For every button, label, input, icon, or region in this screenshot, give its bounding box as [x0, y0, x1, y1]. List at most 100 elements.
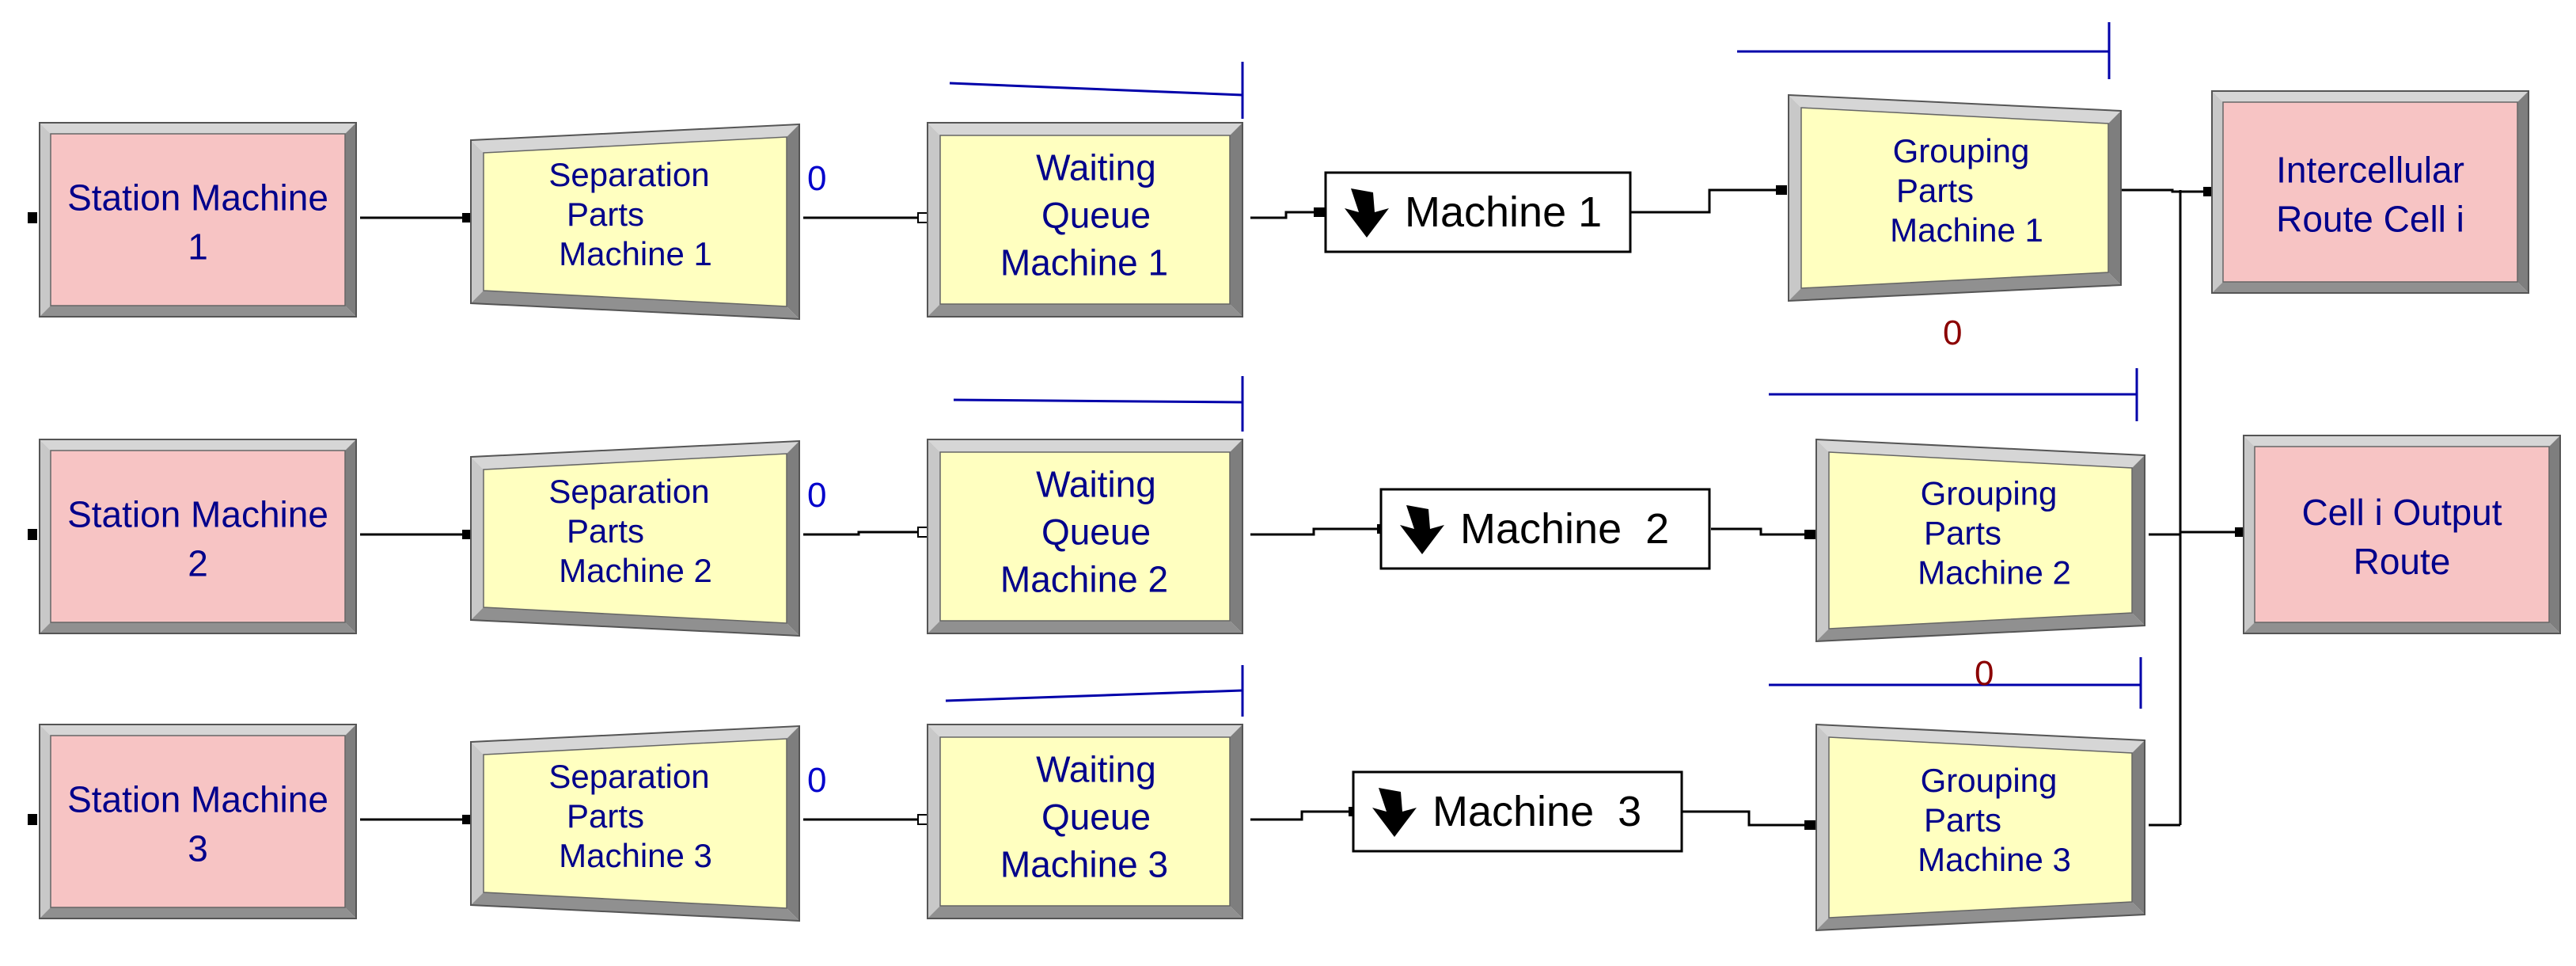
module-face	[50, 450, 346, 623]
waiting-label-line1: Waiting	[1036, 147, 1156, 188]
module-bevel-right	[2132, 455, 2145, 626]
connector-waiting2-route2[interactable]	[1250, 527, 1381, 536]
route-label: Machine 1	[1405, 188, 1602, 236]
down-arrow-icon	[1372, 788, 1417, 837]
route-machine-3[interactable]: Machine 3	[1352, 770, 1683, 853]
module-bevel-bottom	[471, 291, 799, 319]
waiting-label-line3: Machine 3	[1000, 844, 1168, 885]
module-bevel-bottom	[1816, 613, 2145, 641]
module-face	[483, 453, 787, 624]
module-bevel-top	[928, 724, 1242, 737]
module-bevel-top	[471, 441, 799, 470]
connector-route1-grouping1[interactable]	[1630, 188, 1781, 214]
module-bevel-right	[2517, 91, 2529, 293]
module-outline	[927, 724, 1243, 919]
module-bevel-bottom	[471, 892, 799, 921]
connector-lines	[360, 188, 2240, 827]
module-bevel-left	[471, 457, 484, 620]
module-bevel-right	[345, 123, 356, 317]
module-outline	[2243, 435, 2561, 634]
module-face	[939, 451, 1231, 622]
connector-grouping2-output[interactable]	[2149, 531, 2240, 536]
module-bevel-bottom	[40, 622, 356, 633]
waiting-label-line1: Waiting	[1036, 749, 1156, 790]
module-bevel-left	[40, 439, 51, 633]
grouping-label-line1: Grouping	[1921, 762, 2058, 799]
module-bevel-bottom	[928, 621, 1242, 633]
route-box	[1352, 770, 1683, 853]
queue-lines	[945, 22, 2142, 717]
grouping-label-line2: Parts	[1896, 172, 1974, 209]
separation-label-line1: Separation	[548, 758, 709, 795]
station-label-line2: 2	[188, 543, 208, 584]
connector-waiting3-route3[interactable]	[1250, 810, 1353, 821]
down-arrow-icon	[1400, 505, 1444, 554]
route-machine-1[interactable]: Machine 1	[1324, 171, 1632, 253]
module-bevel-left	[471, 742, 484, 905]
separation-label-line1: Separation	[548, 473, 709, 510]
module-bevel-left	[40, 123, 51, 317]
grouping-counter-1: 0	[1943, 314, 1962, 352]
module-bevel-left	[928, 724, 940, 918]
module-face	[50, 735, 346, 908]
module-bevel-right	[2108, 111, 2121, 285]
module-bevel-top	[40, 123, 356, 134]
module-bevel-top	[2212, 91, 2529, 102]
output-label-line2: Route Cell i	[2276, 199, 2464, 240]
module-bevel-left	[2212, 91, 2223, 293]
module-bevel-left	[928, 123, 940, 317]
queue-line-waiting-2	[953, 398, 1243, 404]
module-bevel-bottom	[928, 304, 1242, 317]
module-bevel-top	[928, 123, 1242, 135]
module-bevel-right	[2132, 740, 2145, 915]
module-bevel-top	[40, 724, 356, 736]
separation-counter-1: 0	[807, 159, 826, 198]
module-bevel-bottom	[2212, 282, 2529, 293]
route-machine-2[interactable]: Machine 2	[1379, 488, 1711, 570]
module-bevel-bottom	[1789, 272, 2121, 301]
module-face	[939, 736, 1231, 907]
connector-route3-grouping3[interactable]	[1682, 810, 1808, 827]
module-bevel-right	[1230, 439, 1242, 633]
output-label-line2: Route	[2354, 541, 2451, 582]
waiting-label-line3: Machine 1	[1000, 242, 1168, 283]
grouping-label-line3: Machine 3	[1918, 841, 2071, 878]
separation-counter-2: 0	[807, 476, 826, 515]
module-outline	[1815, 438, 2145, 643]
module-face	[50, 133, 346, 306]
waiting-label-line1: Waiting	[1036, 464, 1156, 505]
module-bevel-right	[345, 439, 356, 633]
station-label-line1: Station Machine	[67, 177, 328, 219]
module-bevel-right	[1230, 724, 1242, 918]
module-bevel-right	[787, 124, 799, 319]
connector-grouping1-intercellular[interactable]	[2121, 188, 2208, 193]
connector-separation2-waiting2[interactable]	[803, 531, 922, 536]
separation-label-line2: Parts	[567, 797, 644, 835]
grouping-counter-2: 0	[1975, 654, 1994, 693]
grouping-label-line1: Grouping	[1921, 475, 2058, 512]
module-face	[483, 136, 787, 307]
module-bevel-bottom	[1816, 902, 2145, 930]
module-face	[483, 738, 787, 909]
module-outline	[927, 439, 1243, 634]
waiting-label-line2: Queue	[1041, 797, 1151, 838]
grouping-label-line2: Parts	[1924, 515, 2001, 552]
connector-route2-grouping2[interactable]	[1711, 527, 1808, 536]
connector-waiting1-route1[interactable]	[1250, 211, 1326, 219]
